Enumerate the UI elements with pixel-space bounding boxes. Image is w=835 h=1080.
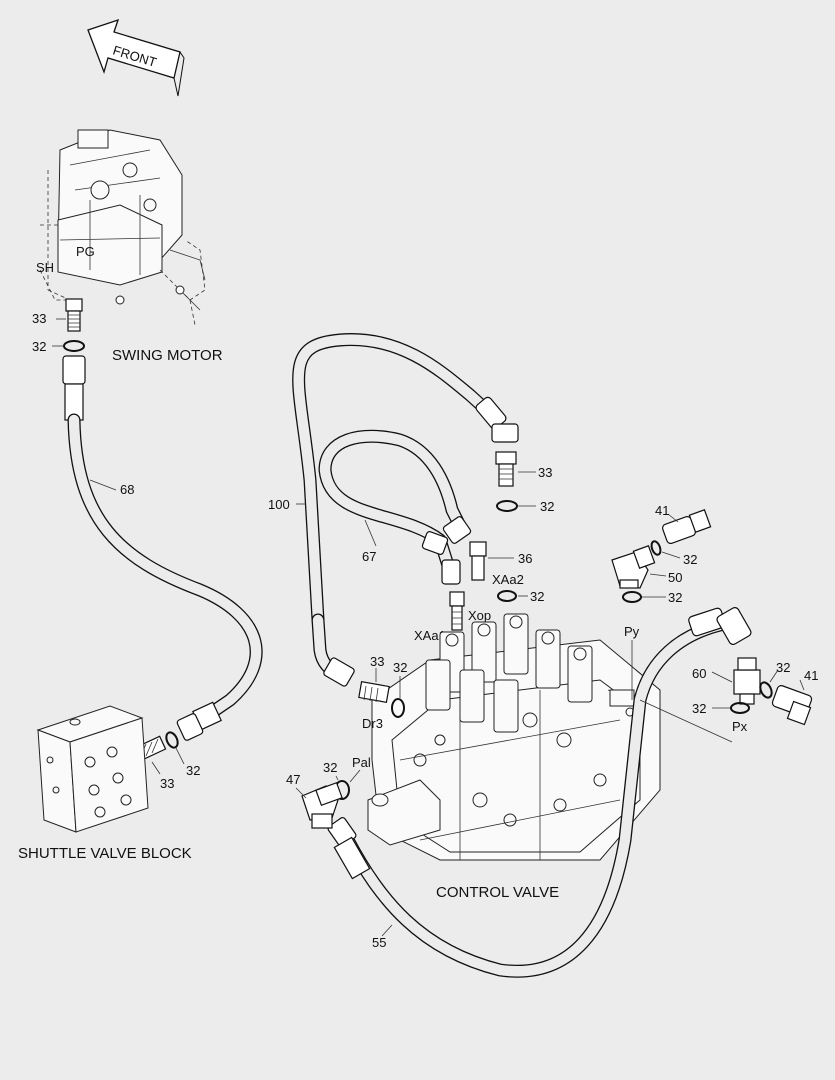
- adapter-33-dr3: [358, 680, 390, 704]
- o-ring-32-upper: [496, 500, 518, 512]
- callout-68: 68: [120, 482, 134, 497]
- o-ring-32-py: [622, 591, 642, 603]
- callout-32-xaa2: 32: [530, 589, 544, 604]
- o-ring-32-upper-right: [650, 540, 662, 556]
- port-px-label: Px: [732, 719, 748, 734]
- hose-end-67: [421, 516, 472, 585]
- callout-33-swing: 33: [32, 311, 46, 326]
- front-arrow: FRONT: [87, 18, 185, 97]
- callout-36: 36: [518, 551, 532, 566]
- hose-end-55-lower: [327, 817, 371, 880]
- callout-32-swing: 32: [32, 339, 46, 354]
- callout-33-shuttle: 33: [160, 776, 174, 791]
- hose-55: [341, 618, 727, 978]
- port-py-label: Py: [624, 624, 640, 639]
- callout-32-pal: 32: [323, 760, 337, 775]
- callout-32-px: 32: [692, 701, 706, 716]
- hose-68: [67, 413, 263, 722]
- callout-32-shuttle: 32: [186, 763, 200, 778]
- callout-100: 100: [268, 497, 290, 512]
- elbow-50: [611, 545, 656, 589]
- callout-33-dr3: 33: [370, 654, 384, 669]
- o-ring-32-dr3: [391, 698, 405, 718]
- adapter-33-swing: [65, 298, 83, 332]
- callout-41-upper: 41: [655, 503, 669, 518]
- adapter-41-upper: [662, 509, 712, 545]
- callout-41-lower: 41: [804, 668, 818, 683]
- callout-50: 50: [668, 570, 682, 585]
- swing-motor-label: SWING MOTOR: [112, 347, 223, 364]
- callout-67: 67: [362, 549, 376, 564]
- hose-end-100-upper: [475, 396, 519, 443]
- callout-32-upper-right: 32: [683, 552, 697, 567]
- o-ring-32-shuttle: [165, 731, 179, 749]
- callout-32-dr3: 32: [393, 660, 407, 675]
- callout-32-upper: 32: [540, 499, 554, 514]
- control-valve: [367, 613, 661, 861]
- shuttle-valve-block-label: SHUTTLE VALVE BLOCK: [18, 845, 192, 862]
- callout-55: 55: [372, 935, 386, 950]
- o-ring-32-px: [730, 702, 750, 714]
- o-ring-32-swing: [63, 340, 85, 352]
- callout-60: 60: [692, 666, 706, 681]
- o-ring-32-xaa2: [497, 590, 517, 602]
- callout-47: 47: [286, 772, 300, 787]
- port-xaa1-label: XAa1: [414, 628, 446, 643]
- o-ring-32-px-right: [759, 681, 773, 699]
- hose-end-55-upper: [688, 607, 752, 645]
- port-sh-label: SH: [36, 260, 54, 275]
- hose-end-shuttle: [176, 701, 222, 741]
- hose-end-swing: [62, 355, 86, 421]
- tee-60: [733, 657, 761, 705]
- adapter-33-upper: [495, 451, 517, 487]
- callout-32-px-right: 32: [776, 660, 790, 675]
- hose-100: [292, 333, 499, 683]
- hose-end-100-lower: [323, 657, 355, 687]
- control-valve-label: CONTROL VALVE: [436, 884, 559, 901]
- hose-67: [318, 429, 469, 585]
- adapter-41-lower: [771, 685, 813, 726]
- adapter-36: [469, 541, 487, 581]
- port-dr3-label: Dr3: [362, 716, 383, 731]
- port-pg-label: PG: [76, 244, 95, 259]
- adapter-xaa1: [449, 591, 465, 631]
- port-xop-label: Xop: [468, 608, 491, 623]
- callout-33-upper: 33: [538, 465, 552, 480]
- elbow-47: [301, 781, 343, 829]
- port-xaa2-label: XAa2: [492, 572, 524, 587]
- port-pal-label: Pal: [352, 755, 371, 770]
- shuttle-valve-block: [36, 705, 149, 833]
- swing-motor: [39, 129, 206, 326]
- callout-32-py: 32: [668, 590, 682, 605]
